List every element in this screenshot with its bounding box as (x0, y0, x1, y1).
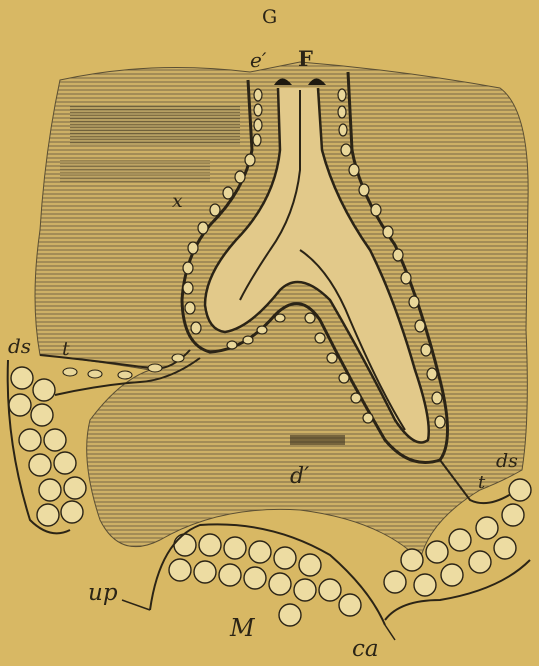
dark-band (290, 435, 345, 445)
pointer-ca (385, 625, 395, 640)
pointer-up (122, 600, 150, 610)
label-ca: ca (352, 638, 379, 661)
label-t-right: t (478, 474, 485, 492)
acinar-cluster-bottom (169, 534, 361, 626)
label-up: up (88, 582, 118, 605)
dark-band (60, 160, 210, 182)
label-ds-right: ds (496, 452, 518, 471)
label-e-prime: e′ (250, 50, 266, 70)
label-t-left: t (62, 340, 70, 359)
dark-band (70, 105, 240, 145)
label-g: G (262, 8, 277, 27)
label-x: x (172, 192, 183, 211)
label-ds-left: ds (8, 336, 31, 356)
label-m: M (230, 616, 255, 640)
label-f: F (298, 48, 313, 69)
label-d-prime: d′ (290, 466, 309, 488)
